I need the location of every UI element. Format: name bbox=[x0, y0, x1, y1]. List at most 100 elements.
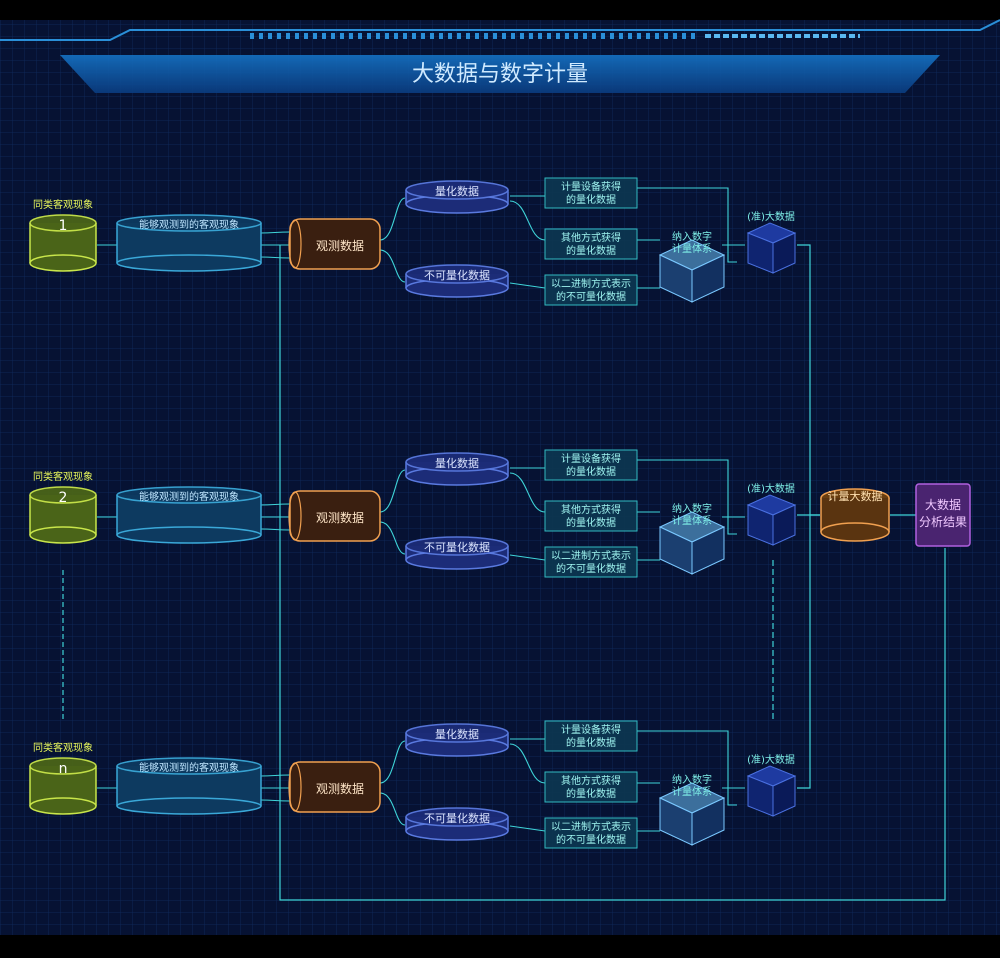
phenomenon-cylinder bbox=[29, 486, 97, 544]
observed-label: 观测数据 bbox=[316, 781, 364, 796]
phenomenon-cylinder bbox=[29, 757, 97, 815]
link-observed-split bbox=[379, 740, 406, 826]
cube-right bbox=[691, 254, 725, 303]
analysis-result-line-2: 分析结果 bbox=[919, 515, 967, 529]
quasi-cube bbox=[746, 222, 797, 274]
link-observable-observed bbox=[259, 774, 291, 802]
system-cube bbox=[658, 511, 726, 575]
quasi-right bbox=[772, 775, 796, 817]
link-device-quasi bbox=[637, 459, 737, 535]
observable-cylinder-bottom bbox=[116, 526, 262, 544]
observed-label: 观测数据 bbox=[316, 510, 364, 525]
quasi-label: (准)大数据 bbox=[747, 753, 795, 766]
device-box-frame bbox=[544, 177, 638, 209]
device-box-line-2: 的量化数据 bbox=[566, 465, 616, 478]
observable-label: 能够观测到的客观现象 bbox=[139, 218, 239, 231]
binary-box-line-2: 的不可量化数据 bbox=[556, 833, 626, 846]
observable-label: 能够观测到的客观现象 bbox=[139, 490, 239, 503]
phenomenon-label: 同类客观现象 bbox=[33, 741, 93, 754]
row-connectors bbox=[97, 187, 745, 289]
row-connectors bbox=[97, 459, 745, 561]
device-box-line-2: 的量化数据 bbox=[566, 736, 616, 749]
observable-cylinder-top bbox=[116, 486, 262, 504]
observable-cylinder bbox=[116, 486, 262, 544]
link-boxes-system bbox=[637, 239, 660, 289]
system-line-1: 纳入数字 bbox=[672, 230, 712, 243]
link-unquant-box bbox=[509, 554, 546, 561]
other-box-frame bbox=[544, 228, 638, 260]
device-box-frame bbox=[544, 449, 638, 481]
link-observed-split bbox=[379, 469, 406, 555]
observed-frame bbox=[289, 761, 381, 813]
quantified-disk bbox=[405, 180, 509, 214]
link-device-quasi bbox=[637, 187, 737, 263]
observable-label: 能够观测到的客观现象 bbox=[139, 761, 239, 774]
analysis-result-node: 大数据 分析结果 bbox=[915, 483, 971, 547]
observed-label: 观测数据 bbox=[316, 238, 364, 253]
system-line-1: 纳入数字 bbox=[672, 773, 712, 786]
quasi-right bbox=[772, 504, 796, 546]
binary-box-line-1: 以二进制方式表示 bbox=[551, 820, 631, 833]
quantified-disk-top bbox=[405, 723, 509, 743]
link-unquant-box bbox=[509, 282, 546, 289]
system-line-1: 纳入数字 bbox=[672, 502, 712, 515]
link-quantified-boxes bbox=[509, 195, 546, 241]
quantified-disk bbox=[405, 723, 509, 757]
quasi-right bbox=[772, 232, 796, 274]
link-observable-observed bbox=[259, 503, 291, 531]
phenomenon-label: 同类客观现象 bbox=[33, 198, 93, 211]
page-title: 大数据与数字计量 bbox=[412, 62, 588, 87]
system-cube bbox=[658, 239, 726, 303]
phenomenon-cylinder-bottom bbox=[29, 797, 97, 815]
link-observed-split bbox=[379, 197, 406, 283]
quantified-label: 量化数据 bbox=[435, 456, 479, 470]
device-box-line-2: 的量化数据 bbox=[566, 193, 616, 206]
quantified-disk-top bbox=[405, 452, 509, 472]
observable-cylinder-top bbox=[116, 757, 262, 775]
system-cube bbox=[658, 782, 726, 846]
binary-box-frame bbox=[544, 274, 638, 306]
quasi-label: (准)大数据 bbox=[747, 482, 795, 495]
other-box-line-2: 的量化数据 bbox=[566, 244, 616, 257]
link-unquant-box bbox=[509, 825, 546, 832]
unquantified-disk bbox=[405, 536, 509, 570]
system-line-2: 计量体系 bbox=[672, 785, 712, 798]
link-observable-observed bbox=[259, 231, 291, 259]
observable-cylinder-bottom bbox=[116, 797, 262, 815]
device-box-line-1: 计量设备获得 bbox=[561, 452, 621, 465]
other-box-line-2: 的量化数据 bbox=[566, 787, 616, 800]
observed-node: 观测数据 bbox=[288, 218, 381, 270]
binary-box-line-1: 以二进制方式表示 bbox=[551, 277, 631, 290]
other-box-line-2: 的量化数据 bbox=[566, 516, 616, 529]
phenomenon-cylinder-bottom bbox=[29, 254, 97, 272]
phenomenon-cylinder-top bbox=[29, 486, 97, 504]
system-line-2: 计量体系 bbox=[672, 514, 712, 527]
observed-node: 观测数据 bbox=[288, 490, 381, 542]
unquantified-disk-top bbox=[405, 264, 509, 284]
observed-cap bbox=[288, 219, 302, 269]
quantified-disk-top bbox=[405, 180, 509, 200]
title-bar: 大数据与数字计量 bbox=[0, 19, 1000, 93]
observed-cap bbox=[288, 762, 302, 812]
unquantified-label: 不可量化数据 bbox=[424, 268, 490, 282]
unquantified-disk bbox=[405, 264, 509, 298]
top-black-band bbox=[0, 0, 1000, 20]
observable-cylinder-bottom bbox=[116, 254, 262, 272]
link-quantified-boxes bbox=[509, 738, 546, 784]
phenomenon-cylinder-top bbox=[29, 214, 97, 232]
row-connectors bbox=[97, 730, 745, 832]
unquantified-disk-top bbox=[405, 536, 509, 556]
unquantified-disk-top bbox=[405, 807, 509, 827]
observed-cap bbox=[288, 491, 302, 541]
other-box-line-1: 其他方式获得 bbox=[561, 774, 621, 787]
binary-box-frame bbox=[544, 817, 638, 849]
